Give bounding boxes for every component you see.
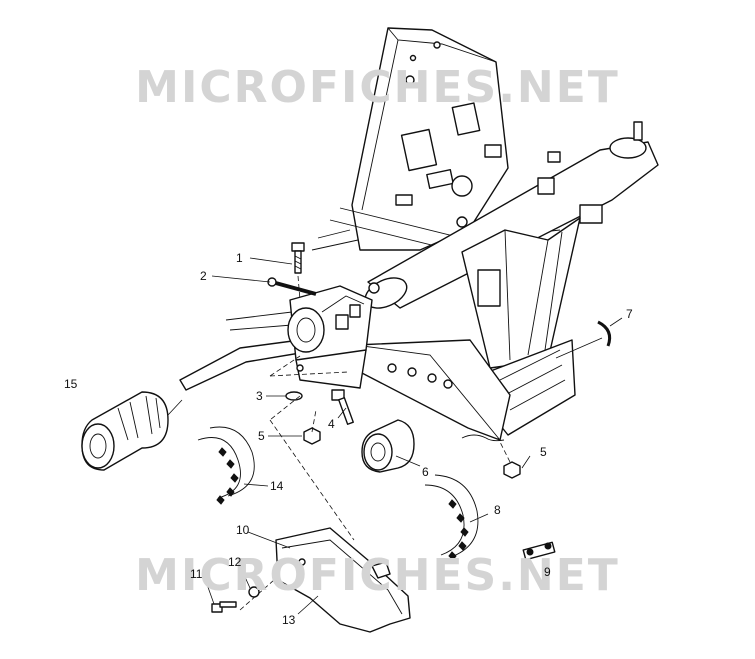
callout-11: 11 <box>190 567 203 581</box>
assembly-lines <box>239 275 511 611</box>
screw-part-11 <box>211 601 237 613</box>
clip-part-7 <box>597 320 612 347</box>
chain-part-8 <box>424 474 479 561</box>
washer-part-12 <box>248 586 260 598</box>
frame-swing-arm <box>354 339 511 442</box>
callout-6: 6 <box>422 465 429 479</box>
left-arm-housing <box>179 285 373 391</box>
bolt-part-4 <box>331 389 354 425</box>
callout-4: 4 <box>328 417 335 431</box>
frame-main-strut <box>461 217 581 436</box>
roller-part-15 <box>81 391 183 471</box>
callout-14: 14 <box>270 479 284 493</box>
callout-12: 12 <box>228 555 242 569</box>
callout-7: 7 <box>626 307 633 321</box>
frame-upright-plate <box>351 27 509 251</box>
pin-part-2 <box>267 277 317 296</box>
nut-part-5-left <box>303 427 321 445</box>
callout-1: 1 <box>236 251 243 265</box>
nut-part-5-right <box>503 461 521 479</box>
roller-part-6 <box>361 419 415 473</box>
callout-2: 2 <box>200 269 207 283</box>
callout-5-left: 5 <box>258 429 265 443</box>
callout-3: 3 <box>256 389 263 403</box>
chain-guard-part-10-13 <box>275 527 411 633</box>
link-part-9 <box>522 541 556 561</box>
callout-9: 9 <box>544 565 551 579</box>
callout-8: 8 <box>494 503 501 517</box>
frame-top-crosstube <box>364 121 659 309</box>
callout-10: 10 <box>236 523 250 537</box>
callout-5-right: 5 <box>540 445 547 459</box>
leader-lines <box>203 257 623 615</box>
chain-part-14 <box>197 426 255 505</box>
bolt-part-1 <box>291 242 305 274</box>
callout-15: 15 <box>64 377 78 391</box>
callout-13: 13 <box>282 613 296 627</box>
